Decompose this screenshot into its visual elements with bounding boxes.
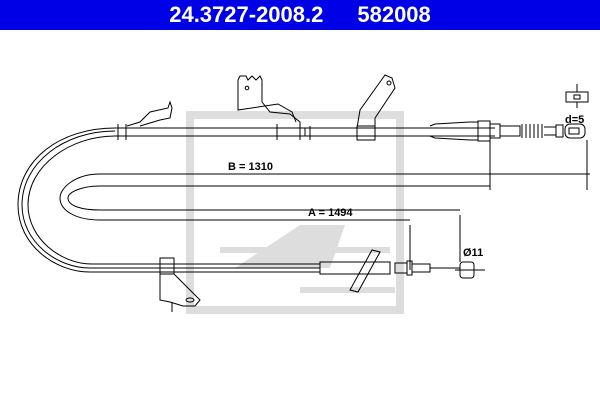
reference-number: 582008 [357, 2, 431, 27]
title-bar: 24.3727-2008.2 582008 [0, 0, 600, 30]
part-number: 24.3727-2008.2 [169, 2, 324, 27]
dimension-b-label: B = 1310 [228, 161, 273, 173]
end-diameter-label: Ø11 [463, 247, 483, 259]
cable-outline [17, 74, 590, 312]
eye-diameter-label: d=5 [565, 114, 584, 126]
ate-watermark-logo [186, 111, 404, 314]
dimension-a-label: A = 1494 [308, 207, 353, 219]
